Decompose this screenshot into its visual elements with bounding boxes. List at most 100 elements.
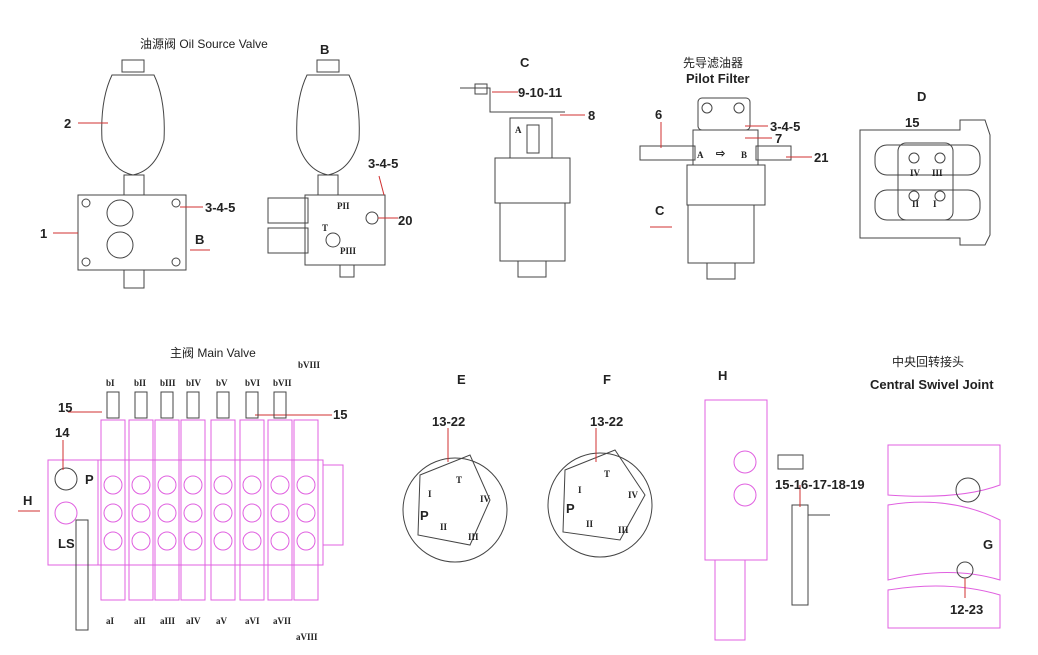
valve-port-circle xyxy=(131,503,151,523)
port-aviii: aVIII xyxy=(296,632,318,642)
port-a-label: aV xyxy=(216,616,228,626)
view-c-title: C xyxy=(520,55,530,70)
port-i: I xyxy=(578,485,582,495)
port-iii: III xyxy=(932,168,943,178)
valve-port-circle xyxy=(242,531,262,551)
valve-port-circle xyxy=(270,503,290,523)
callout-15: 15 xyxy=(333,407,347,422)
valve-port-circle xyxy=(103,531,123,551)
port-pii: PII xyxy=(337,201,350,211)
port-iii: III xyxy=(468,532,479,542)
port-a: A xyxy=(515,125,522,135)
valve-section xyxy=(267,419,293,601)
valve-port-circle xyxy=(242,503,262,523)
valve-port-circle xyxy=(296,531,316,551)
valve-port-circle xyxy=(183,531,203,551)
valve-port-circle xyxy=(157,531,177,551)
port-t: T xyxy=(456,475,462,485)
valve-port-circle xyxy=(296,503,316,523)
callout-15-16-17-18-19: 15-16-17-18-19 xyxy=(775,477,865,492)
port-b-label: bI xyxy=(106,378,115,388)
callout-7: 7 xyxy=(775,131,782,146)
fitting xyxy=(245,391,259,419)
valve-section xyxy=(128,419,154,601)
callout-12-23: 12-23 xyxy=(950,602,983,617)
valve-section xyxy=(293,419,319,601)
view-arrow-h: H xyxy=(23,493,32,508)
view-c-drawing xyxy=(460,83,585,278)
port-i: I xyxy=(933,199,937,209)
view-b-drawing xyxy=(267,59,398,278)
valve-port-circle xyxy=(213,503,233,523)
valve-port-circle xyxy=(131,475,151,495)
valve-port-circle xyxy=(270,531,290,551)
valve-section xyxy=(100,419,126,601)
fitting xyxy=(186,391,200,419)
callout-3-4-5: 3-4-5 xyxy=(770,119,800,134)
port-iii: III xyxy=(618,525,629,535)
port-t: T xyxy=(322,223,328,233)
port-i: I xyxy=(428,489,432,499)
callout-9-10-11: 9-10-11 xyxy=(518,85,562,100)
callout-8: 8 xyxy=(588,108,595,123)
main-valve-title: 主阀 Main Valve xyxy=(170,346,256,360)
port-a: A xyxy=(697,150,704,160)
port-a-label: aVII xyxy=(273,616,292,626)
view-e-drawing xyxy=(402,428,508,563)
callout-1: 1 xyxy=(40,226,47,241)
valve-section xyxy=(154,419,180,601)
port-ii: II xyxy=(912,199,920,209)
callout-15: 15 xyxy=(905,115,919,130)
fitting xyxy=(106,391,120,419)
oil-source-valve-title: 油源阀 Oil Source Valve xyxy=(140,37,268,51)
port-bviii: bVIII xyxy=(298,360,321,370)
valve-port-circle xyxy=(242,475,262,495)
port-ii: II xyxy=(586,519,594,529)
port-piii: PIII xyxy=(340,246,357,256)
fitting xyxy=(273,391,287,419)
fitting xyxy=(216,391,230,419)
view-d-drawing xyxy=(859,119,991,246)
callout-13-22: 13-22 xyxy=(432,414,465,429)
port-p: P xyxy=(85,472,94,487)
valve-port-circle xyxy=(183,503,203,523)
callout-21: 21 xyxy=(814,150,828,165)
port-a-label: aIV xyxy=(186,616,201,626)
port-t: T xyxy=(604,469,610,479)
view-e-title: E xyxy=(457,372,466,387)
port-a-label: aIII xyxy=(160,616,176,626)
callout-14: 14 xyxy=(55,425,70,440)
port-b: B xyxy=(741,150,747,160)
valve-port-circle xyxy=(103,503,123,523)
callout-6: 6 xyxy=(655,107,662,122)
swivel-joint-title-zh: 中央回转接头 xyxy=(892,354,964,369)
fitting xyxy=(134,391,148,419)
valve-port-circle xyxy=(157,503,177,523)
port-iv: IV xyxy=(910,168,921,178)
port-b-label: bIV xyxy=(186,378,202,388)
callout-20: 20 xyxy=(398,213,412,228)
valve-section xyxy=(180,419,206,601)
port-p: P xyxy=(566,501,575,516)
callout-3-4-5: 3-4-5 xyxy=(205,200,235,215)
callout-2: 2 xyxy=(64,116,71,131)
view-arrow-b: B xyxy=(195,232,204,247)
pilot-filter-title-zh: 先导滤油器 xyxy=(683,56,743,70)
port-iv: IV xyxy=(628,490,639,500)
view-arrow-c: C xyxy=(655,203,665,218)
valve-port-circle xyxy=(213,475,233,495)
port-b-label: bVII xyxy=(273,378,292,388)
valve-port-circle xyxy=(270,475,290,495)
swivel-joint-title-en: Central Swivel Joint xyxy=(870,377,994,392)
port-a-label: aII xyxy=(134,616,146,626)
valve-port-circle xyxy=(213,531,233,551)
view-f-drawing xyxy=(547,428,653,558)
port-a-label: aI xyxy=(106,616,115,626)
pilot-filter-drawing: ⇨ xyxy=(639,97,812,280)
valve-section xyxy=(210,419,236,601)
valve-port-circle xyxy=(157,475,177,495)
valve-port-circle xyxy=(296,475,316,495)
callout-13-22: 13-22 xyxy=(590,414,623,429)
valve-port-circle xyxy=(183,475,203,495)
